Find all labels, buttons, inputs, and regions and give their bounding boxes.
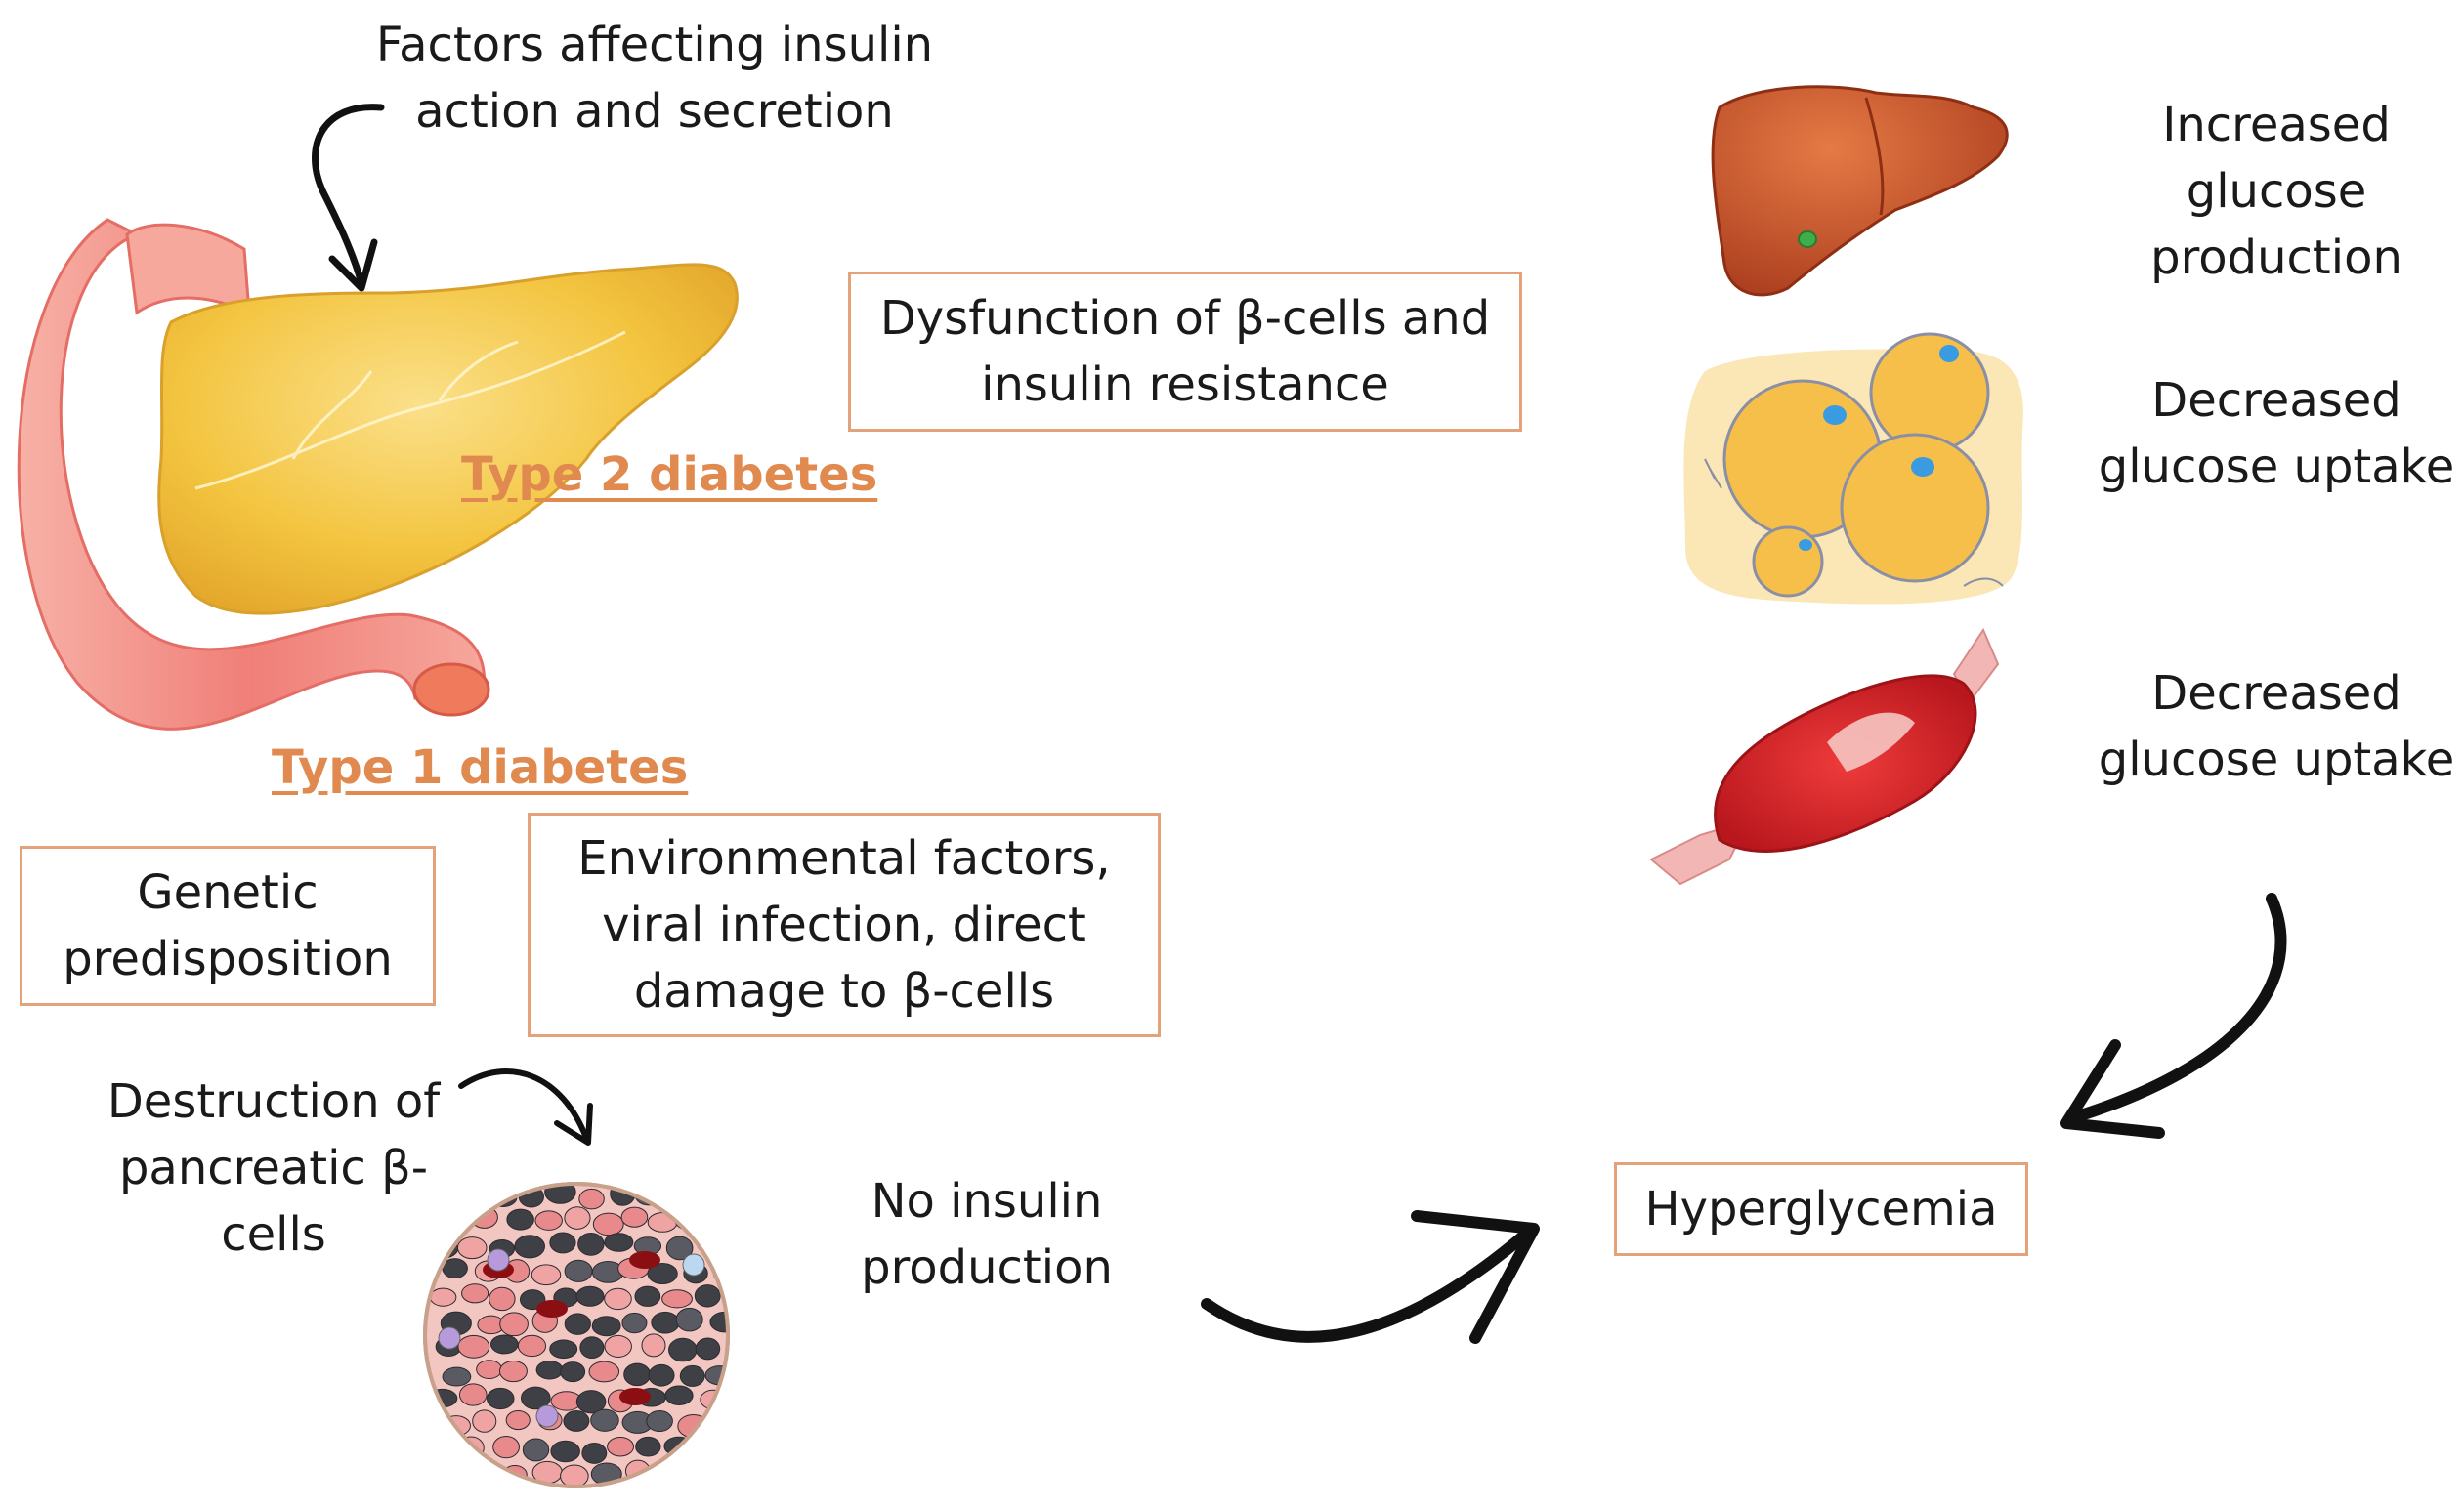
muscle-effect-text: Decreased glucose uptake	[2098, 666, 2455, 787]
no-insulin-arrow	[1201, 1210, 1540, 1344]
hyperglycemia-box: Hyperglycemia	[1614, 1162, 2028, 1256]
organs-arrow	[2060, 893, 2287, 1139]
destruction-arrow	[458, 1068, 593, 1146]
destruction-text: Destruction of pancreatic β- cells	[106, 1074, 441, 1262]
duodenum-shape	[17, 218, 490, 731]
type1-label: Type 1 diabetes	[272, 740, 689, 795]
muscle-illustration	[1649, 627, 2000, 886]
environmental-factors-box: Environmental factors, viral infection, …	[528, 813, 1161, 1037]
genetic-predisposition-box: Genetic predisposition	[20, 846, 436, 1006]
type2-label: Type 2 diabetes	[461, 447, 878, 502]
pancreas-body-shape	[157, 263, 739, 615]
adipose-effect-text: Decreased glucose uptake	[2098, 373, 2455, 494]
liver-illustration	[1711, 85, 2009, 297]
factors-arrow	[312, 104, 385, 292]
pancreatic-tissue-illustration	[423, 1182, 730, 1488]
type2-dysfunction-box: Dysfunction of β-cells and insulin resis…	[848, 272, 1522, 432]
pancreas-illustration	[17, 218, 739, 731]
factors-text: Factors affecting insulin action and sec…	[375, 18, 934, 139]
liver-effect-text: Increased glucose production	[2150, 98, 2402, 285]
adipose-tissue-illustration	[1683, 332, 2023, 605]
no-insulin-text: No insulin production	[861, 1174, 1113, 1295]
